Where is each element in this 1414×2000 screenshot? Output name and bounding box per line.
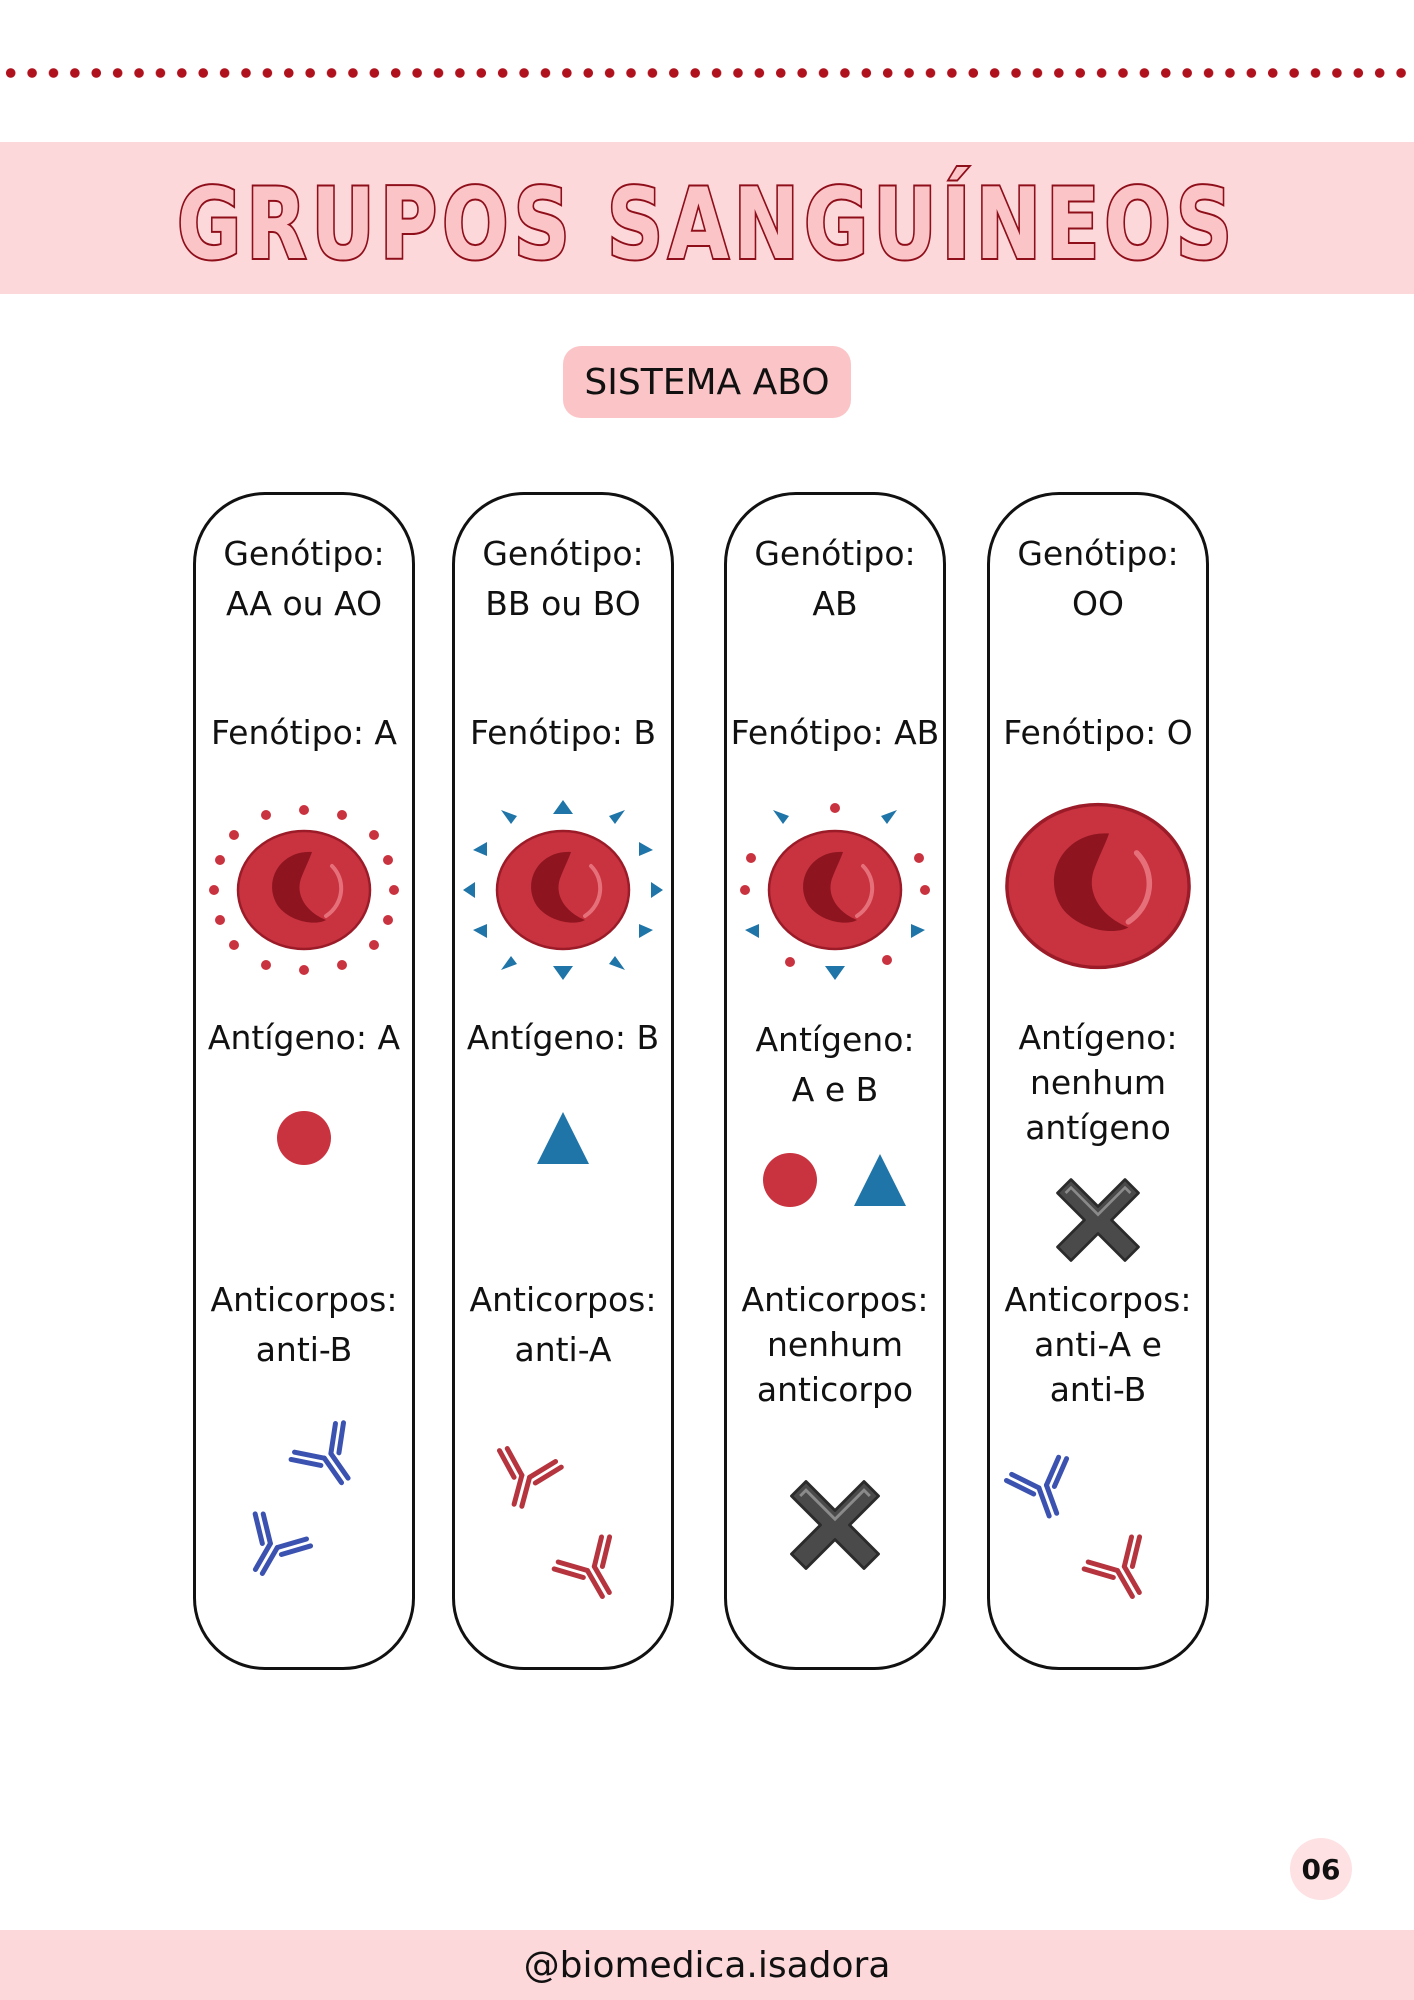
page-number: 06 — [1290, 1838, 1352, 1900]
genotype-value: AB — [812, 584, 858, 623]
page-title: GRUPOS SANGUÍNEOS — [175, 165, 1237, 283]
triangle-antigen-icon — [537, 1112, 589, 1164]
genotype-label: Genótipo: — [754, 534, 916, 573]
red-blood-cell-a-icon — [209, 805, 399, 975]
antibodies-label: Anticorpos: nenhum anticorpo — [741, 1280, 929, 1409]
triangle-antigen-icon — [854, 1154, 906, 1206]
antigen-label: Antígeno: A — [207, 1018, 401, 1057]
red-antibody-icon — [1082, 1533, 1163, 1610]
antibody-group — [455, 1405, 671, 1605]
blood-type-card-b: Genótipo: BB ou BO Fenótipo: B Antígeno:… — [452, 492, 674, 1670]
antibody-group — [990, 1415, 1206, 1615]
genotype-label: Genótipo: — [482, 534, 644, 573]
title-band: GRUPOS SANGUÍNEOS — [0, 142, 1414, 294]
circle-antigen-icon — [763, 1153, 817, 1207]
page-number-text: 06 — [1301, 1852, 1341, 1886]
blue-antibody-icon — [231, 1510, 312, 1587]
antigen-label: Antígeno: A e B — [755, 1020, 915, 1109]
genotype-value: AA ou AO — [225, 584, 383, 623]
cross-icon — [790, 1480, 880, 1570]
red-blood-cell-o-icon — [998, 801, 1198, 971]
phenotype-label: Fenótipo: O — [1003, 713, 1193, 752]
antibody-group — [196, 1405, 412, 1605]
genotype-value: OO — [1072, 584, 1124, 623]
red-antibody-icon — [487, 1447, 562, 1514]
antibodies-label: Anticorpos: anti-B — [210, 1280, 398, 1369]
red-blood-cell-ab-icon — [740, 803, 930, 980]
blue-antibody-icon — [289, 1419, 371, 1498]
genotype-label: Genótipo: — [1017, 534, 1179, 573]
antibodies-label: Anticorpos: anti-A e anti-B — [1004, 1280, 1192, 1409]
genotype-value: BB ou BO — [485, 584, 641, 623]
phenotype-label: Fenótipo: B — [469, 713, 657, 752]
page-title-text: GRUPOS SANGUÍNEOS — [177, 167, 1237, 282]
footer-handle: @biomedica.isadora — [523, 1944, 891, 1986]
circle-antigen-icon — [277, 1111, 331, 1165]
footer-band: @biomedica.isadora — [0, 1930, 1414, 2000]
blood-type-card-a: Genótipo: AA ou AO Fenótipo: A Antígeno:… — [193, 492, 415, 1670]
blood-type-card-ab: Genótipo: AB Fenótipo: AB Antígeno: A e … — [724, 492, 946, 1670]
phenotype-label: Fenótipo: A — [210, 713, 397, 752]
cross-icon — [1056, 1178, 1140, 1262]
antigen-label: Antígeno: nenhum antígeno — [1018, 1018, 1178, 1147]
genotype-label: Genótipo: — [223, 534, 385, 573]
antigen-label: Antígeno: B — [466, 1018, 660, 1057]
antibodies-label: Anticorpos: anti-A — [469, 1280, 657, 1369]
blood-type-card-o: Genótipo: OO Fenótipo: O Antígeno: nenhu… — [987, 492, 1209, 1670]
blue-antibody-icon — [1005, 1455, 1083, 1526]
subtitle-text: SISTEMA ABO — [584, 361, 830, 403]
subtitle-pill: SISTEMA ABO — [563, 346, 851, 418]
phenotype-label: Fenótipo: AB — [730, 713, 940, 752]
red-antibody-icon — [552, 1533, 633, 1610]
red-blood-cell-b-icon — [463, 800, 663, 980]
dotted-divider — [0, 66, 1414, 80]
